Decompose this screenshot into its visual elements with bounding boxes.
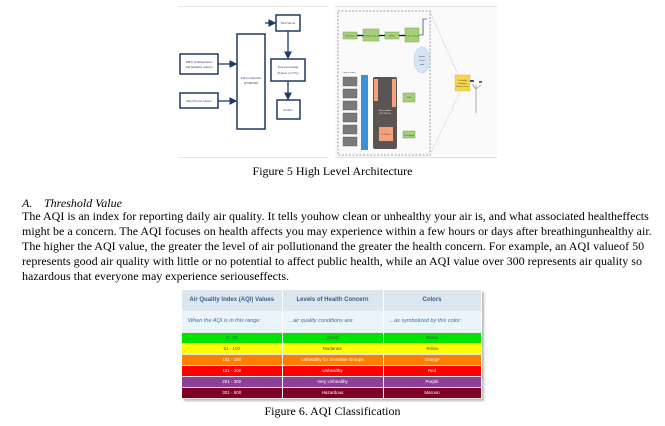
aqi-classification-table: Air Quality Index (AQI) Values Levels of… <box>182 290 482 399</box>
block-diagram-left: DHT11(Temperature and humidity sensor) M… <box>178 6 328 158</box>
mcu-label-2: (ESP8266) <box>244 81 258 85</box>
table-header-row: Air Quality Index (AQI) Values Levels of… <box>182 290 482 311</box>
sensor-1 <box>342 76 358 87</box>
level-cell: Unhealthy for Sensitive Groups <box>282 354 384 366</box>
wifi-block <box>402 92 416 103</box>
table-subheader-row: When the AQI is in this range: ...air qu… <box>182 310 482 333</box>
table-row: 0 - 50 Good Green <box>182 332 482 344</box>
body-line: The AQI is an index for reporting daily … <box>22 209 649 223</box>
post-processing-block <box>270 58 306 82</box>
table-row: 101 - 150 Unhealthy for Sensitive Groups… <box>182 354 482 366</box>
subheader-range: When the AQI is in this range: <box>182 310 283 333</box>
station-label-2: Measuring <box>458 82 467 85</box>
lcd-driver-label: LCD driver <box>381 134 391 136</box>
microcontroller-block <box>236 33 266 130</box>
system-boundary <box>337 10 431 156</box>
station-label-1: Air Quality <box>458 79 467 82</box>
solar-panel-label: Solar panel <box>345 36 354 38</box>
level-cell: Unhealthy <box>282 365 384 377</box>
subheader-conditions: ...air quality conditions are: <box>282 310 384 333</box>
street-light-icon <box>471 83 482 113</box>
range-cell: 151 - 200 <box>182 365 283 377</box>
cloud-label-1: Internet <box>419 56 426 58</box>
cloud-label-2: Access <box>419 59 425 62</box>
figure-5-caption: Figure 5 High Level Architecture <box>252 164 413 178</box>
section-body: The AQI is an index for reporting daily … <box>22 209 652 284</box>
mcu-name: Microcontroller <box>379 110 392 112</box>
body-line: might be a concern. The AQI focuses on h… <box>22 224 652 238</box>
section-number: A. <box>22 196 33 210</box>
sensor-2 <box>342 88 358 99</box>
level-cell: Hazardous <box>282 387 384 399</box>
header-health-concern: Levels of Health Concern <box>282 290 384 311</box>
subheader-color: ...as symbolized by this color: <box>383 310 482 333</box>
lcd-display-block <box>402 130 416 139</box>
range-cell: 0 - 50 <box>182 332 283 344</box>
sensor-3 <box>342 100 358 111</box>
sensor-5 <box>342 124 358 135</box>
sensor-4 <box>342 112 358 123</box>
header-aqi-values: Air Quality Index (AQI) Values <box>182 290 283 311</box>
color-cell: Orange <box>383 354 482 366</box>
color-cell: Green <box>383 332 482 344</box>
range-cell: 51 - 100 <box>182 343 283 355</box>
lcd-driver-block <box>379 127 393 141</box>
figure-6-caption: Figure 6. AQI Classification <box>264 404 401 418</box>
station-label-3: Wireless Device <box>456 86 469 88</box>
level-cell: Very Unhealthy <box>282 376 384 388</box>
air-quality-station-block <box>454 74 471 92</box>
wifi-label: Wi-Fi <box>407 97 412 99</box>
cloud-icon <box>413 46 431 74</box>
hardware-diagram-svg: Solar panel Buck-Boost converter Battery… <box>337 10 482 156</box>
level-cell: Moderate <box>282 343 384 355</box>
level-cell: Good <box>282 332 384 344</box>
range-cell: 101 - 150 <box>182 354 283 366</box>
sensors-array-label: Array of sensors <box>342 71 355 74</box>
dht11-label-1: DHT11(Temperature <box>186 60 213 64</box>
table-row: 301 - 500 Hazardous Maroon <box>182 387 482 399</box>
dc-dc-label: DC-DC converter <box>405 36 420 38</box>
section-title: Threshold Value <box>44 196 122 210</box>
lcd-display-label: LCD display <box>404 135 414 137</box>
range-cell: 201 - 300 <box>182 376 283 388</box>
mcu-label-1: Microcontroller <box>241 76 262 80</box>
color-cell: Purple <box>383 376 482 388</box>
cloud-label-3: point <box>420 64 425 66</box>
color-cell: Maroon <box>383 387 482 399</box>
table-row: 51 - 100 Moderate Yellow <box>182 343 482 355</box>
post-processing-label-2: (Export to CSV) <box>277 71 298 75</box>
dht11-block <box>179 53 219 75</box>
table-row: 151 - 200 Unhealthy Red <box>182 365 482 377</box>
mq135-label: MQ135-Gas Sensor <box>186 99 212 103</box>
post-processing-label-1: Post-processing <box>278 65 299 69</box>
color-cell: Red <box>383 365 482 377</box>
body-line: hazardous that everyone may experience s… <box>22 269 289 283</box>
hardware-diagram-right: Solar panel Buck-Boost converter Battery… <box>335 6 497 158</box>
range-cell: 301 - 500 <box>182 387 283 399</box>
predict-label: Predict <box>283 108 292 112</box>
battery-label: Battery <box>389 36 395 38</box>
block-diagram-svg: DHT11(Temperature and humidity sensor) M… <box>179 14 306 130</box>
section-heading: A. Threshold Value <box>22 196 122 211</box>
color-cell: Yellow <box>383 343 482 355</box>
figure-5: DHT11(Temperature and humidity sensor) M… <box>160 0 500 158</box>
mcu-model: (PIC18F4550) <box>379 112 391 115</box>
signal-conditioning-bar <box>361 75 368 150</box>
buck-boost-label: Buck-Boost converter <box>362 36 380 38</box>
web-server-label: Web Server <box>281 21 297 25</box>
header-colors: Colors <box>383 290 482 311</box>
sensor-6 <box>342 136 358 147</box>
dht11-label-2: and humidity sensor) <box>186 65 213 69</box>
table-row: 201 - 300 Very Unhealthy Purple <box>182 376 482 388</box>
body-line: The higher the AQI value, the greater th… <box>22 239 645 253</box>
body-line: represents good air quality with little … <box>22 254 642 268</box>
